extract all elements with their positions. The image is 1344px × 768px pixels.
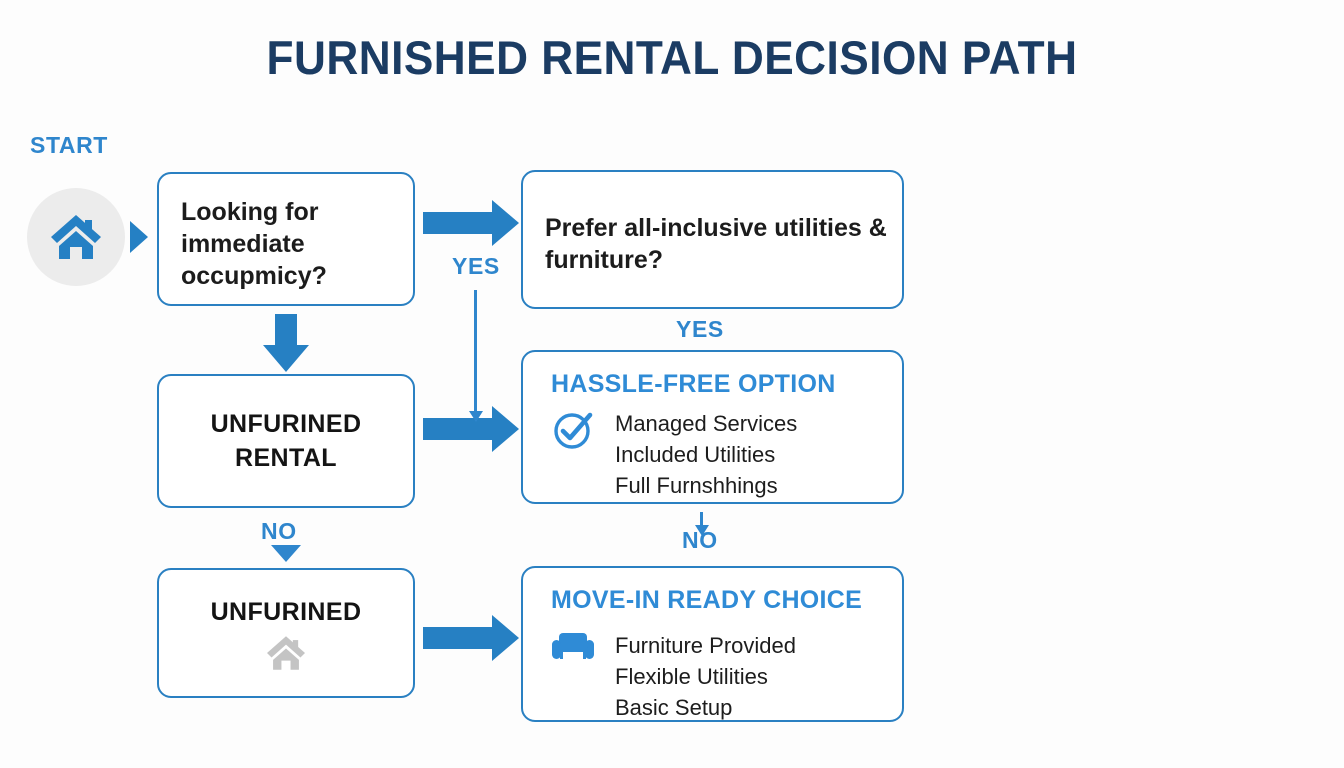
node-q2-text: Prefer all-inclusive utilities & furnitu… bbox=[545, 212, 890, 276]
branch-label-no-hassle: NO bbox=[682, 527, 718, 553]
house-icon bbox=[49, 212, 103, 262]
connector-no-rental-to-unfurnished bbox=[271, 545, 301, 562]
node-q1-text: Looking for immediate occupmicy? bbox=[181, 196, 327, 292]
node-question-all-inclusive[interactable]: Prefer all-inclusive utilities & furnitu… bbox=[521, 170, 904, 309]
node-q2-line-2: furniture? bbox=[545, 246, 664, 274]
arrow-unfurnished-rental-to-hassle-free bbox=[423, 406, 519, 452]
hassle-free-title: HASSLE-FREE OPTION bbox=[551, 370, 836, 398]
start-pointer-icon bbox=[130, 221, 148, 253]
list-item: Managed Services bbox=[615, 411, 798, 436]
start-label: START bbox=[30, 132, 108, 158]
node-q1-line-2: immediate bbox=[181, 230, 305, 258]
list-item: Furniture Provided bbox=[615, 633, 796, 658]
list-item: Basic Setup bbox=[615, 695, 733, 721]
hassle-free-list: Managed Services Included Utilities Full… bbox=[615, 408, 797, 502]
house-icon bbox=[159, 634, 413, 672]
node-hassle-free-option[interactable]: HASSLE-FREE OPTION Managed Services Incl… bbox=[521, 350, 904, 504]
start-node bbox=[27, 188, 125, 286]
sofa-icon bbox=[551, 630, 595, 664]
node-unfurnished-rental-line-1: UNFURINED bbox=[210, 410, 362, 438]
node-unfurnished-line-1: UNFURINED bbox=[210, 598, 362, 626]
arrow-q1-to-q2 bbox=[423, 200, 519, 246]
node-unfurnished[interactable]: UNFURINED bbox=[157, 568, 415, 698]
connector-no-hassle-to-move-in bbox=[695, 512, 709, 536]
node-unfurnished-label: UNFURINED bbox=[159, 596, 413, 630]
move-in-ready-title: MOVE-IN READY CHOICE bbox=[551, 586, 863, 614]
node-q2-line-1: Prefer all-inclusive utilities & bbox=[545, 214, 887, 242]
branch-label-yes-q2: YES bbox=[676, 316, 724, 342]
move-in-ready-list: Furniture Provided Flexible Utilities Ba… bbox=[615, 630, 796, 724]
list-item: Included Utilities bbox=[615, 442, 776, 468]
node-q1-line-1: Looking for bbox=[181, 198, 319, 226]
node-unfurnished-rental[interactable]: UNFURINED RENTAL bbox=[157, 374, 415, 508]
node-unfurnished-rental-label: UNFURINED RENTAL bbox=[159, 408, 413, 476]
arrow-q1-to-unfurnished-rental bbox=[263, 314, 309, 372]
check-circle-icon bbox=[551, 408, 595, 452]
page-title: FURNISHED RENTAL DECISION PATH bbox=[266, 31, 1078, 84]
list-item: Flexible Utilities bbox=[615, 664, 768, 690]
node-question-immediate-occupancy[interactable]: Looking for immediate occupmicy? bbox=[157, 172, 415, 306]
node-q1-line-3: occupmicy? bbox=[181, 262, 327, 290]
node-move-in-ready-choice[interactable]: MOVE-IN READY CHOICE Furniture Provided … bbox=[521, 566, 904, 722]
node-unfurnished-rental-line-2: RENTAL bbox=[235, 443, 337, 472]
arrow-unfurnished-to-move-in-ready bbox=[423, 615, 519, 661]
branch-label-no-rental: NO bbox=[261, 518, 297, 544]
list-item: Full Furnshhings bbox=[615, 473, 778, 499]
branch-label-yes-q1: YES bbox=[452, 253, 500, 279]
connector-yes-down-to-hassle-free bbox=[469, 290, 483, 422]
